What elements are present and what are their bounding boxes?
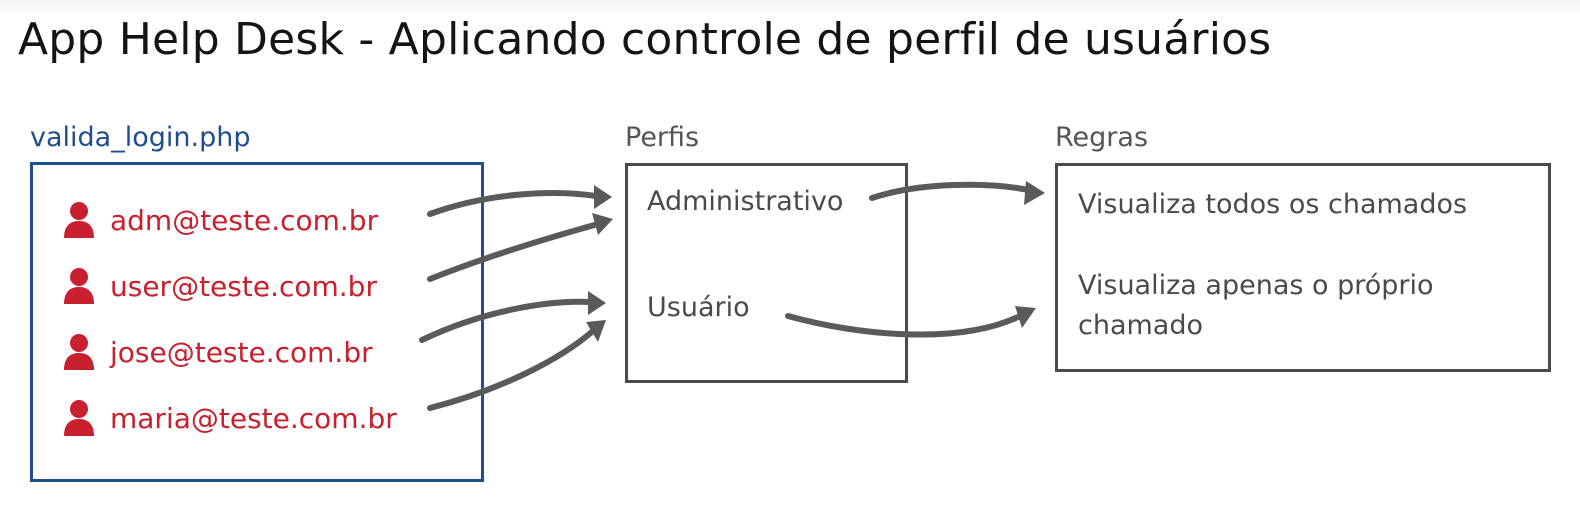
profile-administrativo: Administrativo (647, 186, 844, 217)
login-file-label: valida_login.php (30, 122, 251, 153)
user-icon (62, 398, 96, 438)
arrowhead (592, 213, 613, 235)
profiles-box (625, 163, 908, 383)
user-row-maria: maria@teste.com.br (62, 396, 397, 440)
arrowhead (1015, 306, 1036, 328)
profiles-label: Perfis (625, 122, 700, 153)
user-icon (62, 266, 96, 306)
arrowhead (1024, 181, 1045, 205)
arrowhead (586, 320, 606, 342)
rules-label: Regras (1055, 122, 1149, 153)
user-icon (62, 200, 96, 240)
user-email: user@teste.com.br (110, 269, 377, 303)
user-row-user: user@teste.com.br (62, 264, 377, 308)
rule-all-tickets: Visualiza todos os chamados (1078, 189, 1468, 220)
arrowhead (588, 291, 606, 315)
user-email: adm@teste.com.br (110, 203, 379, 237)
user-icon (62, 332, 96, 372)
page-title: App Help Desk - Aplicando controle de pe… (18, 14, 1272, 65)
rule-own-ticket: Visualiza apenas o próprio chamado (1078, 270, 1434, 341)
user-email: jose@teste.com.br (110, 335, 373, 369)
user-row-jose: jose@teste.com.br (62, 330, 373, 374)
user-row-adm: adm@teste.com.br (62, 198, 378, 242)
arrowhead (594, 185, 612, 209)
user-email: maria@teste.com.br (110, 401, 397, 435)
profile-usuario: Usuário (647, 292, 750, 323)
rules-box (1055, 163, 1551, 372)
